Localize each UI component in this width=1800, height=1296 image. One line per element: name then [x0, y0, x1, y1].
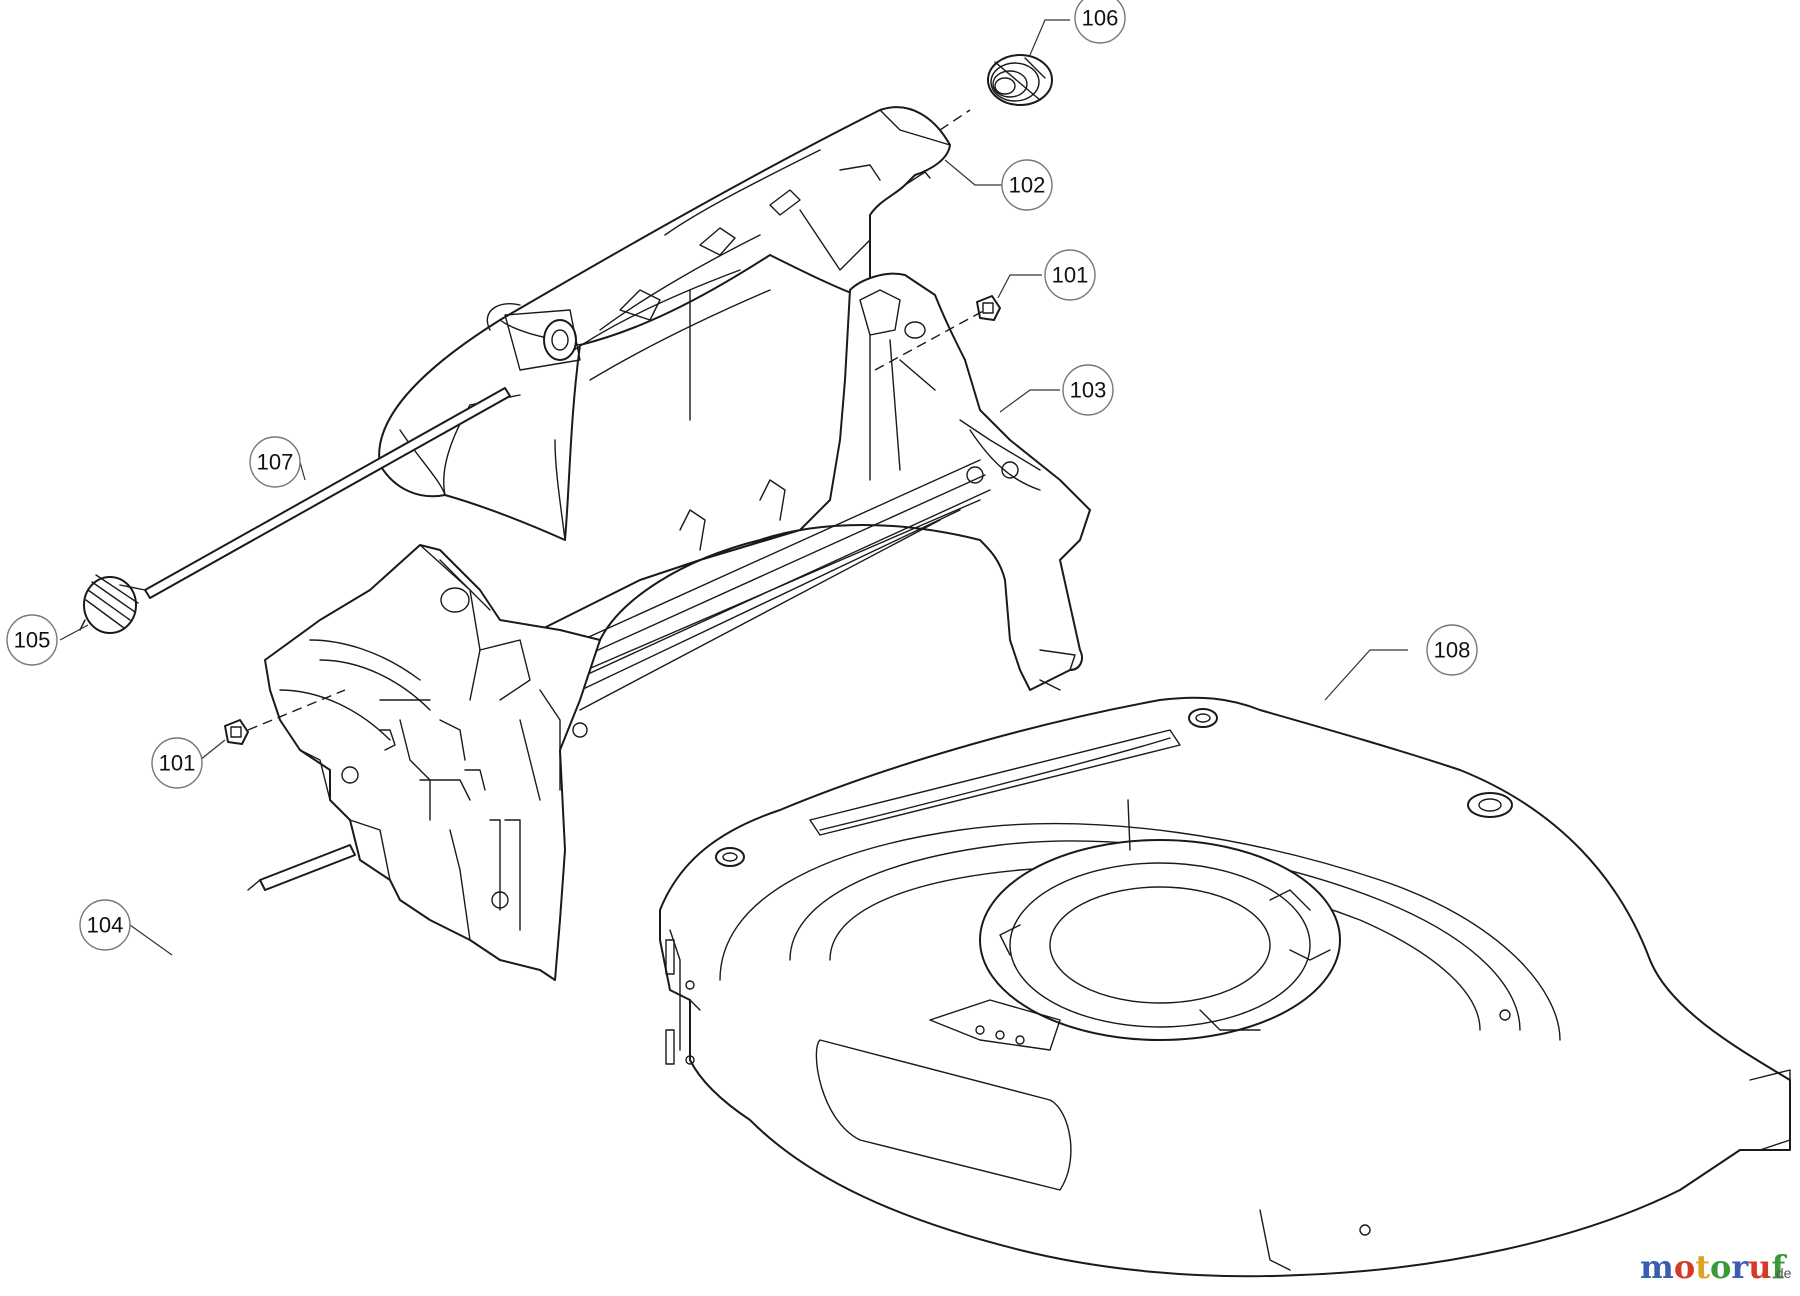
watermark-text: motoruf: [1640, 1248, 1787, 1286]
leader-103: [999, 389, 1060, 413]
side-bracket-part-104: [247, 544, 601, 981]
callout-106: 106: [1074, 0, 1126, 44]
deck-part-108: [659, 696, 1791, 1278]
rod-part-107: [144, 387, 511, 599]
callout-101-lower-label: 101: [159, 751, 196, 776]
callout-104-label: 104: [87, 913, 124, 938]
leader-102: [944, 159, 1005, 186]
callout-107: 107: [249, 436, 301, 488]
watermark-letter: r: [1731, 1248, 1749, 1286]
callout-103-label: 103: [1070, 378, 1107, 403]
callout-105-label: 105: [14, 628, 51, 653]
callout-101-upper-label: 101: [1052, 263, 1089, 288]
leader-101a: [997, 274, 1042, 299]
axis-line-right: [874, 309, 986, 371]
callout-108-label: 108: [1434, 638, 1471, 663]
watermark-letter: u: [1748, 1248, 1771, 1286]
watermark-letter: f: [1771, 1248, 1787, 1286]
frame-part-103: [494, 272, 1091, 738]
leader-105: [59, 624, 89, 641]
spring-part-106: [987, 54, 1053, 106]
callout-102-label: 102: [1009, 173, 1046, 198]
nut-part-101-lower: [224, 719, 249, 745]
callout-103: 103: [1062, 364, 1114, 416]
leader-104: [129, 924, 173, 956]
watermark-letter: m: [1640, 1248, 1674, 1286]
leader-107: [299, 461, 306, 481]
watermark-suffix: .de: [1772, 1265, 1792, 1281]
watermark-letter: t: [1695, 1248, 1710, 1286]
callout-105: 105: [6, 614, 58, 666]
leader-101b: [199, 739, 226, 761]
leader-106: [1029, 19, 1070, 56]
axis-line-left: [247, 689, 346, 731]
callout-104: 104: [79, 899, 131, 951]
rear-flap-part-102: [378, 106, 951, 541]
watermark-logo: motoruf .de: [1640, 1248, 1792, 1286]
leader-108: [1324, 649, 1408, 701]
watermark-letter: o: [1674, 1248, 1695, 1286]
spring-part-105: [79, 574, 146, 634]
callout-108: 108: [1426, 624, 1478, 676]
callout-101-lower: 101: [151, 737, 203, 789]
nut-part-101-upper: [976, 295, 1001, 321]
axis-line-upper: [939, 109, 971, 131]
watermark-letter: o: [1710, 1248, 1731, 1286]
callout-101-upper: 101: [1044, 249, 1096, 301]
callout-106-label: 106: [1082, 6, 1119, 31]
callout-107-label: 107: [257, 450, 294, 475]
callout-102: 102: [1001, 159, 1053, 211]
